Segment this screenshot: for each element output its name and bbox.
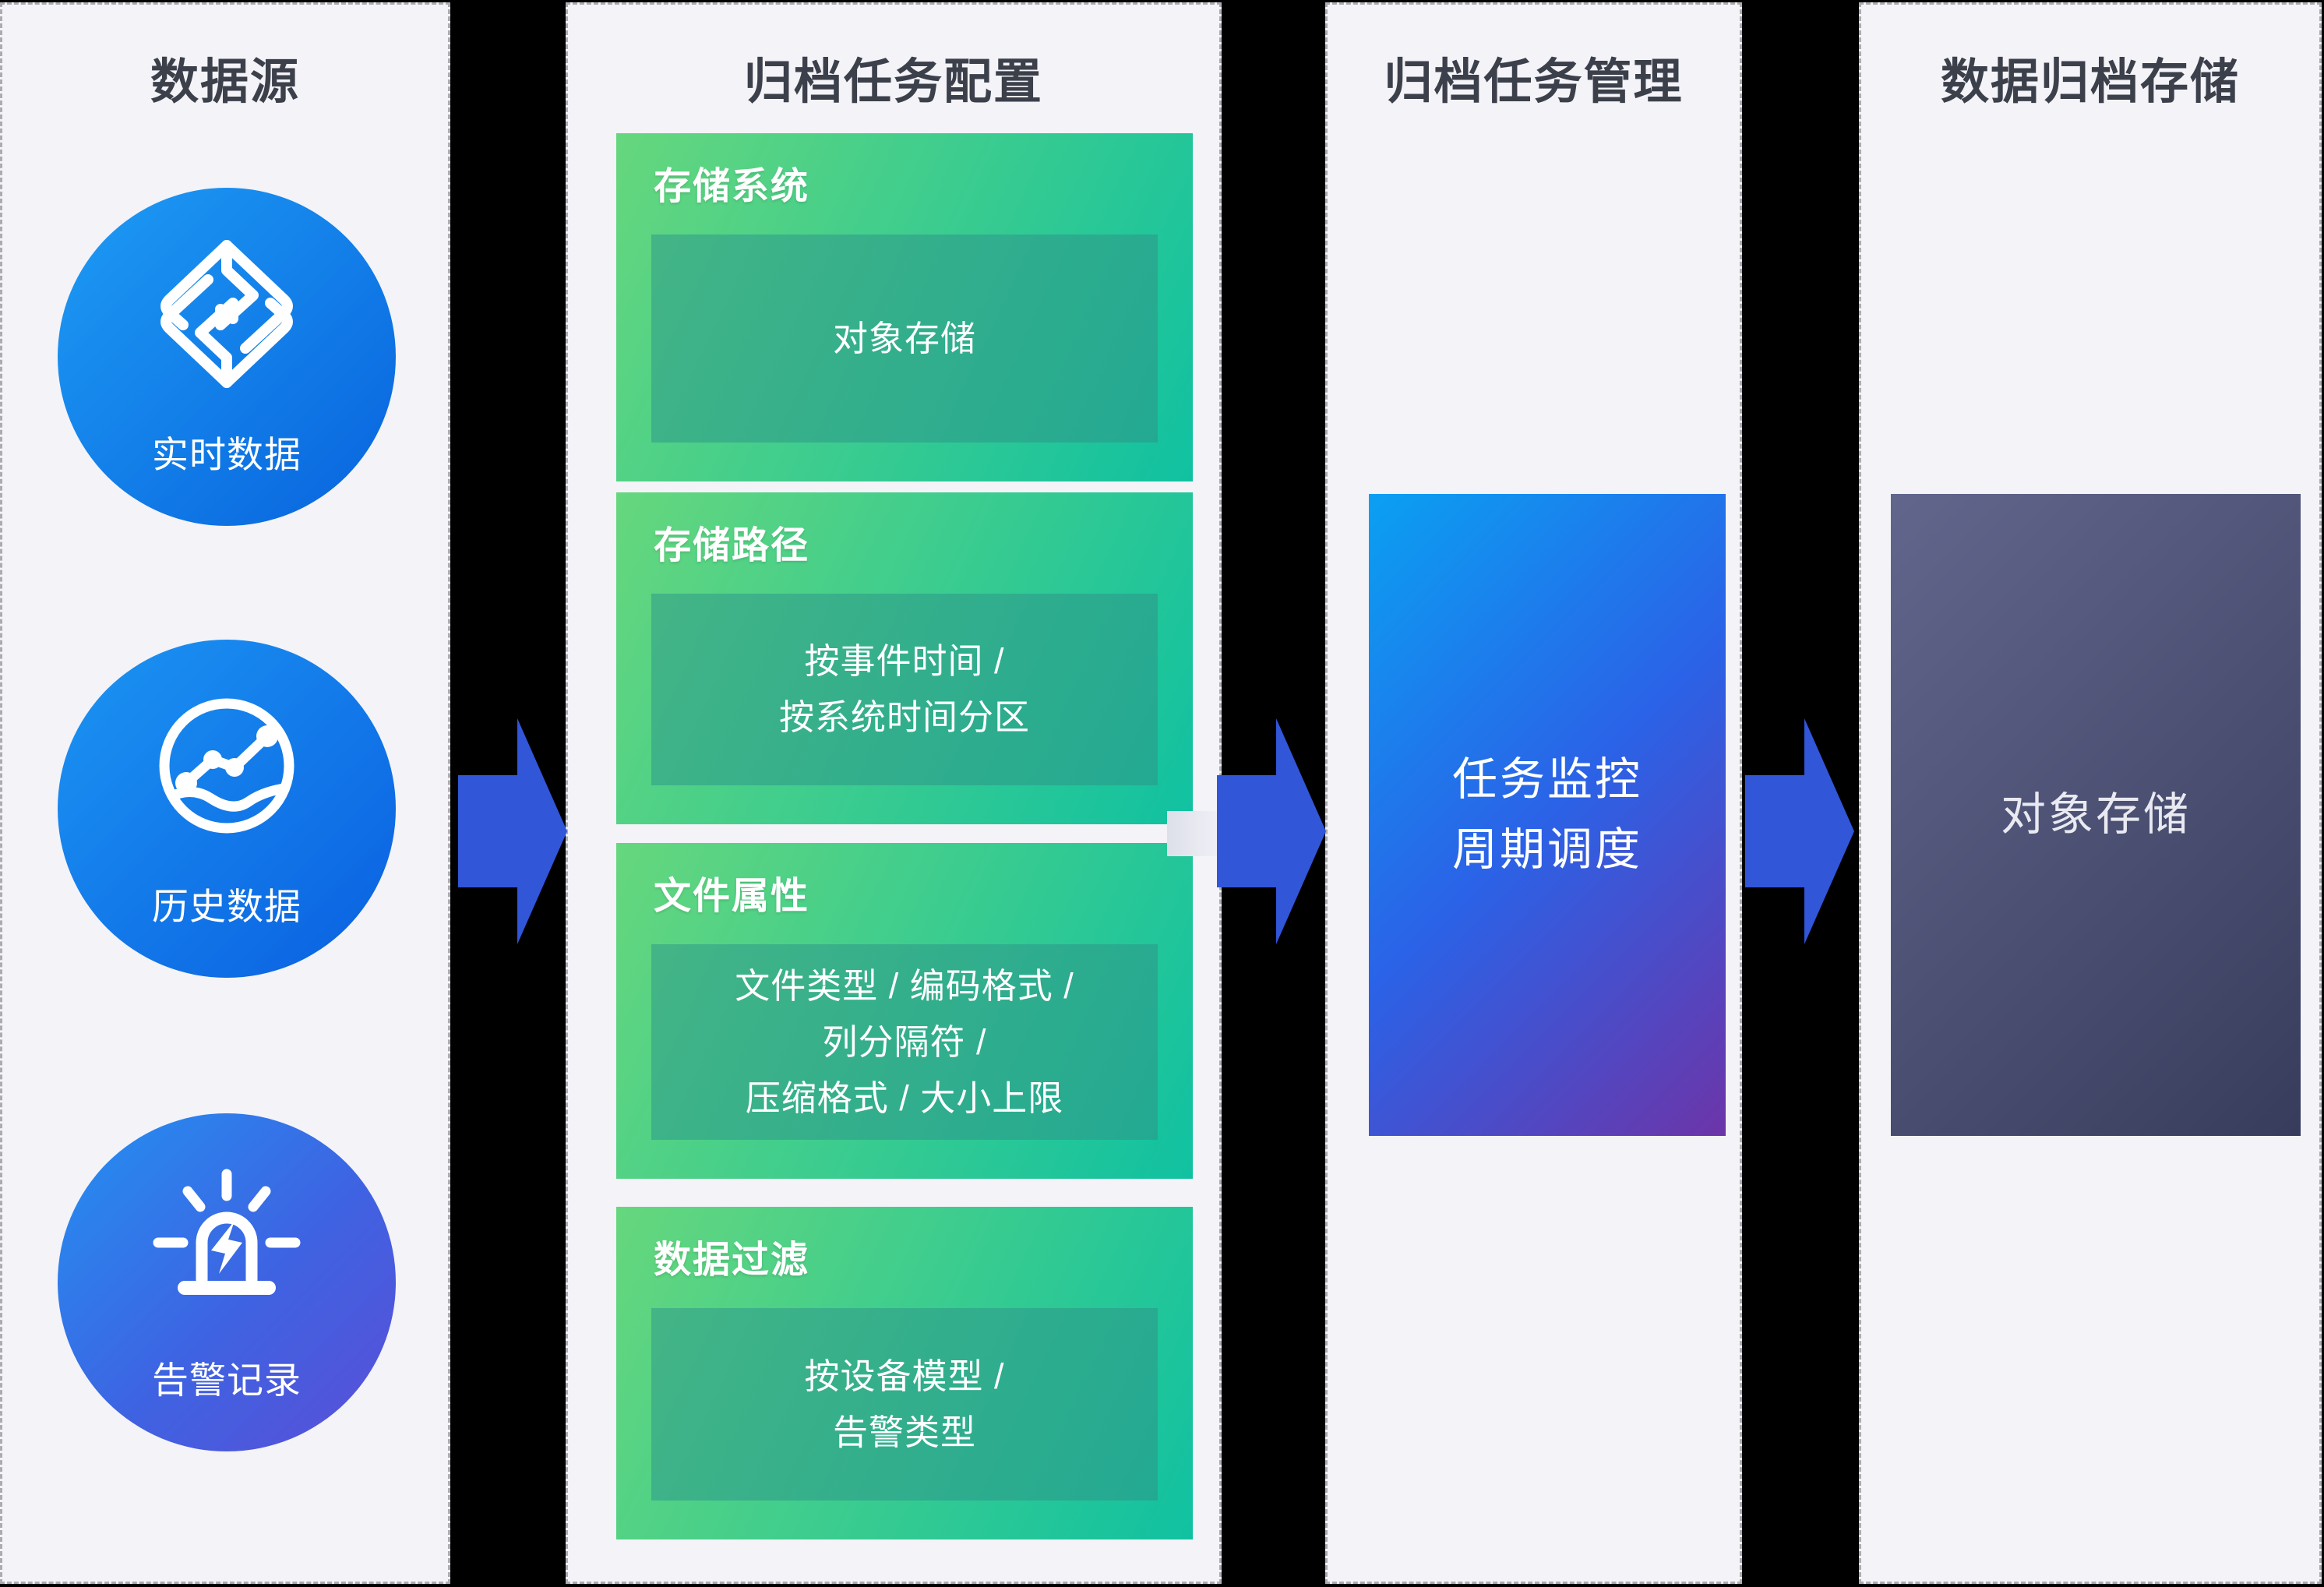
alarm-record-circle: 告警记录 [58, 1113, 396, 1451]
file-attributes-box: 文件属性 文件类型 / 编码格式 / 列分隔符 / 压缩格式 / 大小上限 [616, 843, 1193, 1179]
data-filter-heading: 数据过滤 [654, 1240, 810, 1281]
storage-path-box: 存储路径 按事件时间 / 按系统时间分区 [616, 492, 1193, 824]
panel-data-source: 数据源 实时数据 [0, 2, 450, 1584]
data-filter-box: 数据过滤 按设备模型 / 告警类型 [616, 1207, 1193, 1539]
panel-archive-storage: 数据归档存储 对象存储 [1859, 2, 2322, 1584]
realtime-data-circle: 实时数据 [58, 188, 396, 526]
object-storage-box: 对象存储 [1891, 494, 2301, 1136]
storage-system-value: 对象存储 [651, 235, 1158, 443]
panel-task-management: 归档任务管理 任务监控 周期调度 [1325, 2, 1742, 1584]
data-filter-value: 按设备模型 / 告警类型 [651, 1308, 1158, 1501]
task-monitor-schedule-box: 任务监控 周期调度 [1369, 494, 1726, 1136]
config-to-management-connector [1167, 811, 1220, 856]
archive-storage-title: 数据归档存储 [1940, 55, 2240, 109]
task-management-title: 归档任务管理 [1384, 55, 1684, 109]
history-data-circle: 历史数据 [58, 640, 396, 978]
alarm-record-label: 告警记录 [152, 1359, 302, 1401]
data-source-title: 数据源 [150, 55, 300, 109]
alarm-record-icon [153, 1169, 301, 1295]
right-arrow-icon [1217, 718, 1326, 944]
task-config-title: 归档任务配置 [743, 55, 1043, 109]
storage-system-box: 存储系统 对象存储 [616, 133, 1193, 481]
right-arrow-icon [458, 718, 567, 944]
storage-path-heading: 存储路径 [654, 525, 810, 566]
history-data-icon [159, 698, 294, 833]
file-attributes-heading: 文件属性 [654, 876, 810, 917]
file-attributes-value: 文件类型 / 编码格式 / 列分隔符 / 压缩格式 / 大小上限 [651, 944, 1158, 1140]
panel-task-config: 归档任务配置 存储系统 对象存储 存储路径 按事件时间 / 按系统时间分区 文件… [566, 2, 1222, 1584]
history-data-label: 历史数据 [152, 885, 302, 927]
realtime-data-icon [160, 239, 293, 388]
storage-path-value: 按事件时间 / 按系统时间分区 [651, 594, 1158, 785]
realtime-data-label: 实时数据 [152, 433, 302, 475]
storage-system-heading: 存储系统 [654, 166, 810, 207]
right-arrow-icon [1745, 718, 1854, 944]
